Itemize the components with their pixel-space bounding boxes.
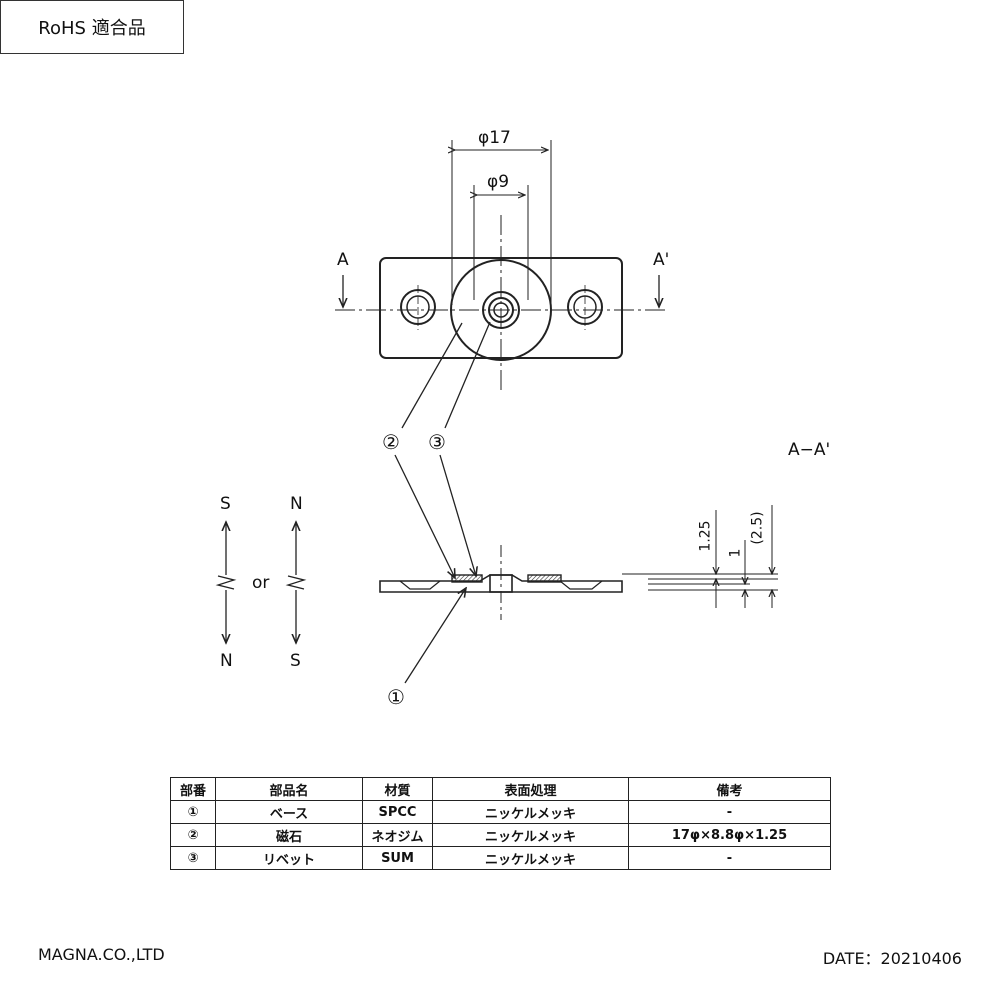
callout-part-2: ② xyxy=(382,430,400,454)
section-mark-a-prime: A' xyxy=(653,250,670,270)
table-header-row: 部番 部品名 材質 表面処理 備考 xyxy=(170,777,831,801)
cell: ニッケルメッキ xyxy=(432,846,629,870)
pole-left-top: S xyxy=(220,494,231,514)
section-mark-a: A xyxy=(337,250,349,270)
header-part-no: 部番 xyxy=(170,777,216,801)
pole-right-bottom: S xyxy=(290,651,301,671)
cell: ① xyxy=(170,800,216,824)
pole-left-bottom: N xyxy=(220,651,233,671)
cell: SPCC xyxy=(362,800,433,824)
company-name: MAGNA.CO.,LTD xyxy=(38,945,165,964)
pole-right-top: N xyxy=(290,494,303,514)
header-surface: 表面処理 xyxy=(432,777,629,801)
cell: ベース xyxy=(215,800,363,824)
dim-magnet-thickness: 1.25 xyxy=(697,520,714,552)
section-title: A−A' xyxy=(788,440,831,460)
callout-part-1: ① xyxy=(387,685,405,709)
cell: 17φ×8.8φ×1.25 xyxy=(628,823,831,847)
dim-inner-diameter: φ9 xyxy=(487,172,510,192)
base-plate-section xyxy=(379,574,623,593)
dim-outer-diameter: φ17 xyxy=(478,128,511,148)
header-material: 材質 xyxy=(362,777,433,801)
cell: - xyxy=(628,846,831,870)
cell: 磁石 xyxy=(215,823,363,847)
rohs-badge: RoHS 適合品 xyxy=(0,0,184,54)
cell: ニッケルメッキ xyxy=(432,800,629,824)
cell: - xyxy=(628,800,831,824)
cell: ニッケルメッキ xyxy=(432,823,629,847)
cell: SUM xyxy=(362,846,433,870)
header-part-name: 部品名 xyxy=(215,777,363,801)
cell: ネオジム xyxy=(362,823,433,847)
drawing-date: DATE：20210406 xyxy=(822,949,962,968)
magnet-section-left xyxy=(451,574,483,583)
dim-base-thickness: 1 xyxy=(727,548,744,558)
cell: リベット xyxy=(215,846,363,870)
polarity-or: or xyxy=(252,573,270,593)
magnet-section-right xyxy=(527,574,562,583)
cell: ③ xyxy=(170,846,216,870)
header-remarks: 備考 xyxy=(628,777,831,801)
callout-part-3: ③ xyxy=(428,430,446,454)
dim-total-thickness: (2.5) xyxy=(749,511,766,545)
cell: ② xyxy=(170,823,216,847)
